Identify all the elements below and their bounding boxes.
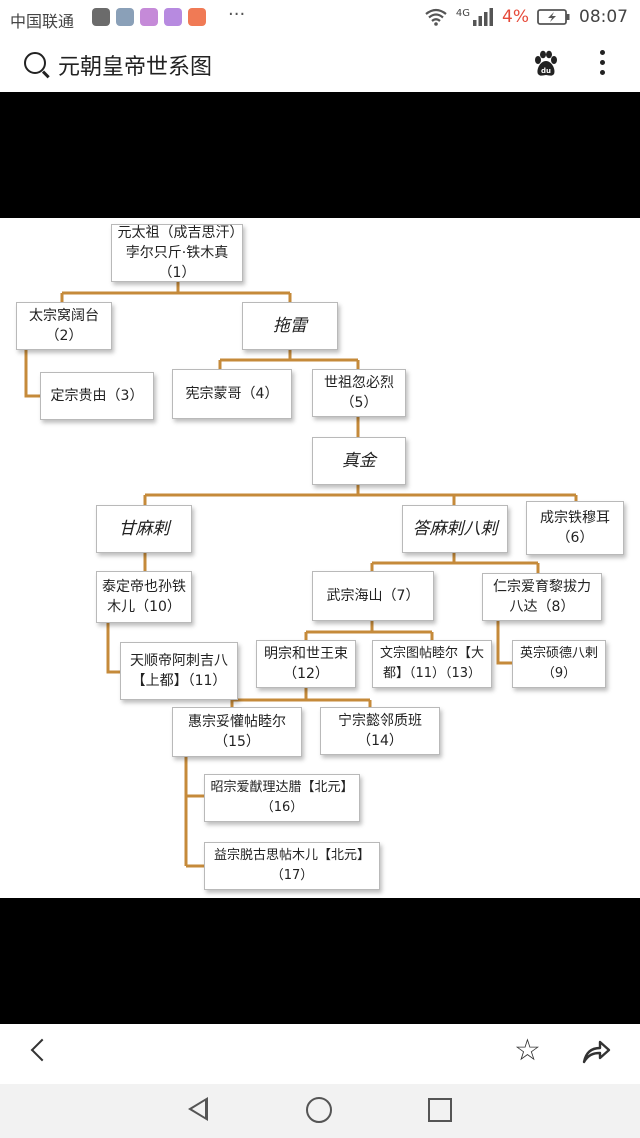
tree-node-damalabala: 答麻剌八剌 [402, 505, 508, 553]
tree-node-renzong: 仁宗爱育黎拔力八达（8） [482, 573, 602, 621]
image-letterbox-bottom [0, 898, 640, 1024]
tree-node-dingzong: 定宗贵由（3） [40, 372, 154, 420]
tree-node-huizong: 惠宗妥懽帖睦尔（15） [172, 707, 302, 757]
tree-node-yingzong: 英宗硕德八剌（9） [512, 640, 606, 688]
tree-node-xianzong: 宪宗蒙哥（4） [172, 369, 292, 419]
image-letterbox-top [0, 92, 640, 218]
nav-back-icon[interactable] [188, 1097, 208, 1121]
battery-charging-icon [537, 9, 570, 25]
system-nav-bar [0, 1084, 640, 1138]
tree-node-taidingdi: 泰定帝也孙铁木儿（10） [96, 571, 192, 623]
tree-node-yizong: 益宗脱古思帖木儿【北元】（17） [204, 842, 380, 890]
tree-node-zhenjin: 真金 [312, 437, 406, 485]
tree-node-taizong: 太宗窝阔台（2） [16, 302, 112, 350]
more-menu-icon[interactable] [598, 50, 606, 75]
svg-text:du: du [541, 67, 551, 75]
carrier-label: 中国联通 [10, 12, 75, 31]
share-icon[interactable] [580, 1036, 612, 1068]
tree-node-chengzong: 成宗铁穆耳（6） [526, 501, 624, 555]
app-notification-icon [188, 8, 206, 26]
more-notifications-icon: ··· [228, 4, 246, 25]
search-query-text[interactable]: 元朝皇帝世系图 [58, 55, 213, 80]
bottom-toolbar: ☆ [0, 1024, 640, 1084]
clock: 08:07 [579, 7, 628, 27]
tree-node-tianshundi: 天顺帝阿刺吉八【上都】（11） [120, 642, 238, 700]
back-arrow-icon[interactable] [30, 1038, 54, 1062]
tree-node-tuolei: 拖雷 [242, 302, 338, 350]
app-notification-icon [116, 8, 134, 26]
tree-node-shizu: 世祖忽必烈（5） [312, 369, 406, 417]
app-notification-icon [164, 8, 182, 26]
tree-node-wuzong: 武宗海山（7） [312, 571, 434, 621]
network-type: 4G [455, 7, 471, 19]
search-header: 元朝皇帝世系图 du [0, 36, 640, 92]
tree-node-taizu: 元太祖（成吉思汗）孛尔只斤·铁木真（1） [111, 224, 243, 282]
app-notification-icon [140, 8, 158, 26]
tree-node-wenzong: 文宗图帖睦尔【大都】（11）（13） [372, 640, 492, 688]
wifi-icon [425, 8, 447, 26]
notification-icons [92, 8, 206, 26]
search-icon[interactable] [24, 52, 46, 74]
baidu-paw-icon[interactable]: du [532, 50, 560, 78]
battery-percent: 4% [502, 7, 529, 27]
genealogy-image[interactable]: 元太祖（成吉思汗）孛尔只斤·铁木真（1） 太宗窝阔台（2） 拖雷 定宗贵由（3）… [0, 218, 640, 898]
tree-node-ningzong: 宁宗懿邻质班（14） [320, 707, 440, 755]
signal-icon [473, 8, 494, 26]
tree-node-ganmala: 甘麻剌 [96, 505, 192, 553]
status-right: 4G 4% 08:07 [424, 7, 628, 27]
nav-recent-apps-icon[interactable] [428, 1098, 452, 1122]
tree-node-mingzong: 明宗和世王束（12） [256, 640, 356, 688]
tree-node-zhaozong: 昭宗爱猷理达腊【北元】（16） [204, 774, 360, 822]
status-bar: 中国联通 ··· 4G 4% 08:07 [0, 0, 640, 36]
favorite-star-icon[interactable]: ☆ [514, 1033, 541, 1068]
tree-connectors [24, 281, 578, 868]
app-notification-icon [92, 8, 110, 26]
nav-home-icon[interactable] [306, 1097, 332, 1123]
